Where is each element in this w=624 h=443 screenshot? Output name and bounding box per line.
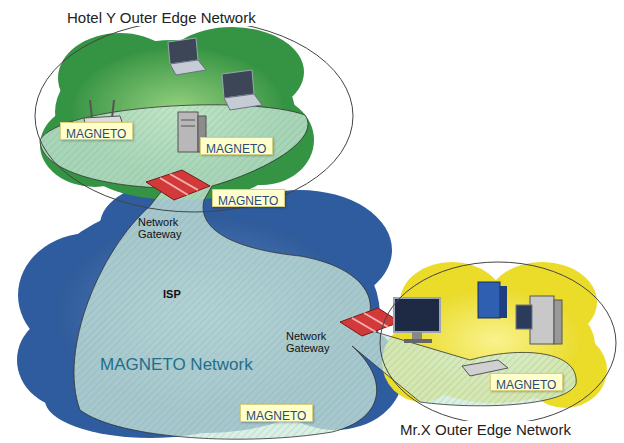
network-title: Mr.X Outer Edge Network	[398, 421, 573, 438]
tag-text: MAGNETO	[496, 379, 556, 393]
network-region: ISPMAGNETO NetworkMAGNETO	[20, 180, 398, 442]
gateway-label: Network Gateway	[138, 216, 190, 240]
gateway-icon	[146, 170, 210, 200]
tag-text: MAGNETO	[66, 128, 126, 142]
magneto-tag: MAGNETO	[240, 404, 313, 422]
gateway-label: Network Gateway	[286, 330, 338, 354]
monitor-icon	[394, 298, 440, 343]
server-icon	[478, 282, 507, 318]
ellipse-outline	[35, 20, 353, 212]
network-title: Hotel Y Outer Edge Network	[65, 9, 258, 26]
magneto-tag: MAGNETO	[490, 373, 563, 391]
tag-text: MAGNETO	[206, 143, 266, 157]
magneto-tag: MAGNETO	[60, 122, 133, 140]
network-ellipse: Hotel Y Outer Edge NetworkMAGNETOMAGNETO…	[35, 20, 353, 212]
network-ellipse: Mr.X Outer Edge NetworkMAGNETO	[380, 262, 616, 424]
magneto-tag: MAGNETO	[212, 189, 285, 207]
network-region: MAGNETO NetworkMAGNETO	[72, 205, 377, 437]
tag-text: MAGNETO	[246, 410, 306, 424]
pc-tower-icon	[516, 296, 562, 344]
laptop-icon	[168, 38, 206, 75]
region-title: MAGNETO Network	[100, 355, 253, 375]
gateway-icon	[340, 308, 400, 336]
laptop-icon	[222, 70, 262, 110]
magneto-tag: MAGNETO	[200, 137, 273, 155]
region-title: ISP	[163, 288, 181, 301]
magneto-region	[40, 105, 576, 439]
ellipse-outline	[380, 262, 616, 424]
tag-text: MAGNETO	[218, 195, 278, 209]
